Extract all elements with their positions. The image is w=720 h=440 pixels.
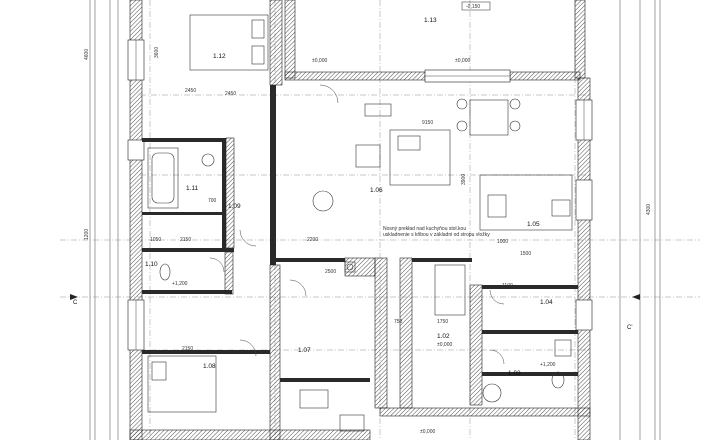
dim-2450-a: 2450 (185, 88, 196, 94)
dim-3900: 3900 (461, 174, 467, 185)
dim-1050: 1050 (150, 237, 161, 243)
dimension-labels: 2450 9150 2450 2150 1050 2200 1750 2150 … (84, 47, 652, 352)
dim-1200: 1200 (84, 229, 90, 240)
room-label-1-02: 1.02 (437, 333, 450, 340)
note-line-1: Nosný prekład nad kuchyňou stol.kou (383, 226, 466, 232)
level-marks: -0,150 ±0,000 ±0,000 ±0,000 ±0,000 +1,20… (172, 1, 556, 435)
room-label-1-04: 1.04 (540, 299, 553, 306)
dim-700: 700 (208, 198, 217, 204)
door-swings (209, 84, 505, 365)
level-wet-1: +1,200 (172, 281, 188, 287)
room-label-1-06: 1.06 (370, 187, 383, 194)
level-zero-4: ±0,000 (420, 429, 435, 435)
room-label-1-05: 1.05 (527, 221, 540, 228)
level-wet-2: +1,200 (540, 362, 556, 368)
room-label-1-12: 1.12 (213, 53, 226, 60)
dim-2150-b: 2150 (182, 346, 193, 352)
dim-4600: 4600 (84, 49, 90, 60)
level-zero-2: ±0,000 (455, 58, 470, 64)
dimension-frame (89, 0, 661, 440)
dim-2500: 2500 (325, 269, 336, 275)
dim-1500: 1500 (520, 251, 531, 257)
level-zero-3: ±0,000 (437, 342, 452, 348)
level-terrace: -0,150 (466, 4, 480, 10)
axis-label-left: C (73, 300, 78, 306)
note-line-2: uskladnenie s kŕibou v základni od strop… (383, 232, 490, 238)
dim-9150: 9150 (422, 120, 433, 126)
dim-2150: 2150 (180, 237, 191, 243)
room-label-1-03: 1.03 (508, 370, 521, 377)
room-label-1-11: 1.11 (186, 185, 199, 192)
dim-1750: 1750 (437, 319, 448, 325)
dim-1000: 1000 (497, 239, 508, 245)
room-label-1-10: 1.10 (145, 261, 158, 268)
dim-750: 750 (394, 319, 403, 325)
room-label-1-09: 1.09 (228, 203, 241, 210)
axis-markers: C C' (70, 294, 640, 331)
structural-note: Nosný prekład nad kuchyňou stol.kou uskl… (383, 226, 490, 238)
dim-1100: 1100 (502, 283, 513, 289)
room-label-1-13: 1.13 (424, 17, 437, 24)
windows (127, 39, 593, 351)
dim-2200: 2200 (307, 237, 318, 243)
furniture (147, 14, 573, 432)
dim-3600: 3600 (154, 47, 160, 58)
level-zero-1: ±0,000 (312, 58, 327, 64)
dim-4300: 4300 (646, 204, 652, 215)
room-label-1-08: 1.08 (203, 363, 216, 370)
interior-walls (142, 85, 578, 440)
dim-2450-b: 2450 (225, 91, 236, 97)
room-labels: 1.12 1.13 1.06 1.05 1.11 1.09 1.10 1.04 … (145, 17, 553, 377)
axis-label-right: C' (627, 325, 632, 331)
room-label-1-07: 1.07 (298, 347, 311, 354)
